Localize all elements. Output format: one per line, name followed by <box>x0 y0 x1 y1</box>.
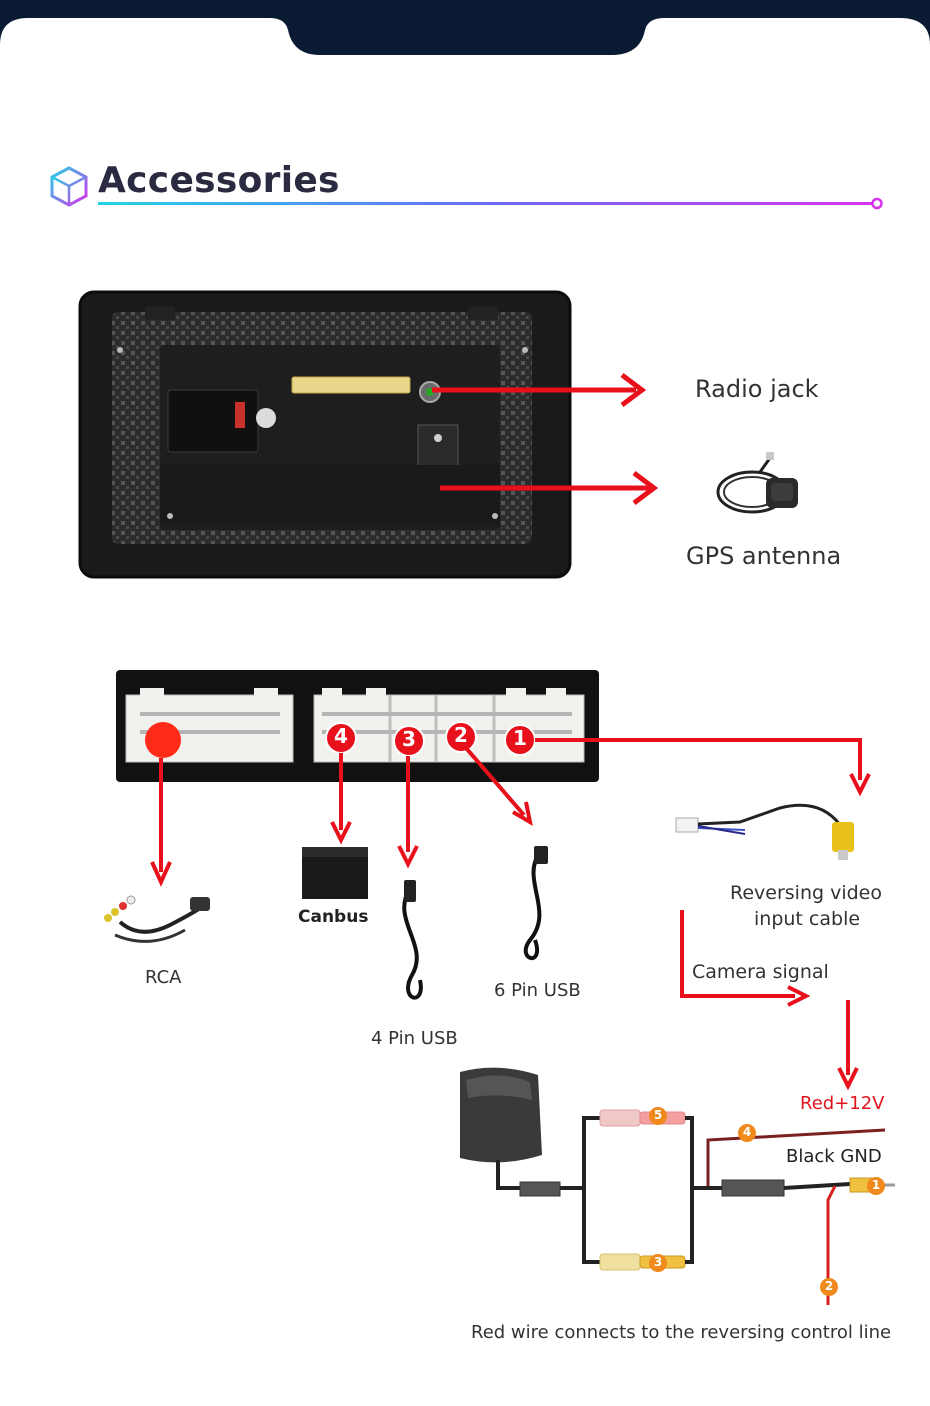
usb4-cable-image <box>402 880 423 1000</box>
gps-antenna-image <box>716 452 798 514</box>
camera-image <box>460 1067 542 1163</box>
header-underline <box>98 202 876 205</box>
black-gnd-label: Black GND <box>786 1146 882 1167</box>
reversing-arrow <box>535 738 862 780</box>
wire-badge-5-text: 5 <box>653 1108 663 1122</box>
page-title: Accessories <box>98 160 340 201</box>
wire-badge-3 <box>649 1254 667 1272</box>
head-unit-back <box>78 290 572 579</box>
header-underline-dot <box>871 197 883 210</box>
camera-wiring <box>496 1109 895 1305</box>
gps-arrowhead <box>632 471 659 505</box>
red-wire-note: Red wire connects to the reversing contr… <box>471 1322 892 1343</box>
gps-antenna-label: GPS antenna <box>686 542 842 570</box>
camera-signal-label: Camera signal <box>692 961 829 983</box>
reversing-label-line2: input cable <box>754 908 861 930</box>
usb6-arrow <box>464 746 526 817</box>
port-badge-4-text: 4 <box>334 724 348 748</box>
port-badge-1-text: 1 <box>513 726 527 750</box>
canbus-box-image <box>302 847 368 899</box>
wire-badge-1-text: 1 <box>871 1178 881 1192</box>
reversing-cable-image <box>675 803 854 860</box>
wire-badge-4-text: 4 <box>742 1125 752 1139</box>
wire-badge-4 <box>738 1124 756 1142</box>
red-12v-label: Red+12V <box>800 1093 885 1114</box>
rca-cable-image <box>104 895 210 943</box>
canbus-label: Canbus <box>298 907 369 927</box>
usb4-label: 4 Pin USB <box>371 1028 458 1049</box>
wire-badge-2-text: 2 <box>824 1279 834 1293</box>
port-badge-2-text: 2 <box>454 723 468 747</box>
radio-jack-arrowhead <box>620 373 647 407</box>
rca-label: RCA <box>145 967 182 988</box>
wire-badge-2 <box>820 1278 838 1296</box>
cube-icon <box>50 166 88 207</box>
wire-badge-5 <box>649 1107 667 1125</box>
usb6-cable-image <box>523 846 548 960</box>
camera-signal-arrow <box>680 910 795 998</box>
wire-badge-3-text: 3 <box>653 1255 663 1269</box>
port-badge-3-text: 3 <box>402 727 416 751</box>
reversing-label-line1: Reversing video <box>730 882 882 904</box>
usb6-label: 6 Pin USB <box>494 980 581 1001</box>
top-banner <box>0 0 930 84</box>
radio-jack-label: Radio jack <box>695 375 819 403</box>
wire-badge-1 <box>867 1177 885 1195</box>
port-badge-2 <box>445 721 477 753</box>
